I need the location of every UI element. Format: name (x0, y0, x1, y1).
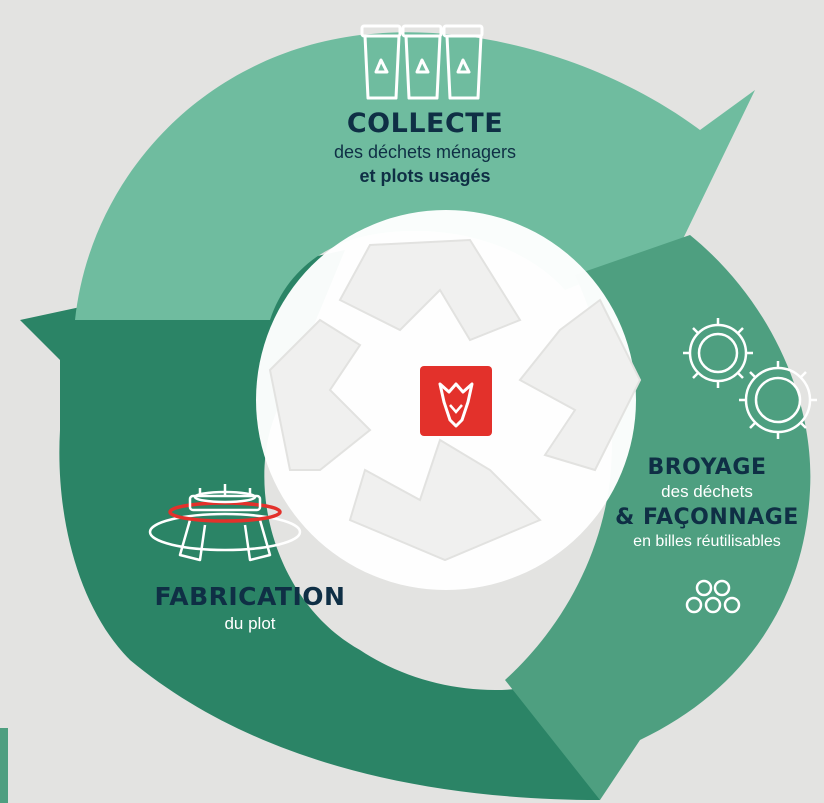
fabrication-line1: du plot (224, 614, 276, 633)
collecte-label: COLLECTE des déchets ménagers et plots u… (290, 108, 560, 188)
broyage-title: BROYAGE (647, 455, 767, 480)
gears-icon (683, 318, 817, 439)
fabrication-title: FABRICATION (154, 582, 346, 611)
collecte-title: COLLECTE (346, 108, 504, 139)
recycling-bins-icon (360, 24, 484, 100)
broyage-line2: en billes réutilisables (633, 533, 781, 551)
pellets-icon (685, 579, 741, 614)
collecte-line2: et plots usagés (359, 165, 491, 186)
broyage-line1: des déchets (661, 482, 753, 502)
accent-bar (0, 728, 8, 803)
rhino-logo-icon (420, 366, 492, 436)
faconnage-title: & FAÇONNAGE (615, 504, 799, 530)
broyage-label: BROYAGE des déchets & FAÇONNAGE en bille… (596, 455, 818, 551)
pedestal-plot-icon (148, 484, 302, 562)
fabrication-label: FABRICATION du plot (130, 582, 370, 634)
arrow-fabrication (20, 250, 600, 800)
collecte-line1: des déchets ménagers (333, 142, 517, 163)
arrow-collecte (75, 32, 755, 320)
recycle-symbol-icon (268, 238, 642, 562)
